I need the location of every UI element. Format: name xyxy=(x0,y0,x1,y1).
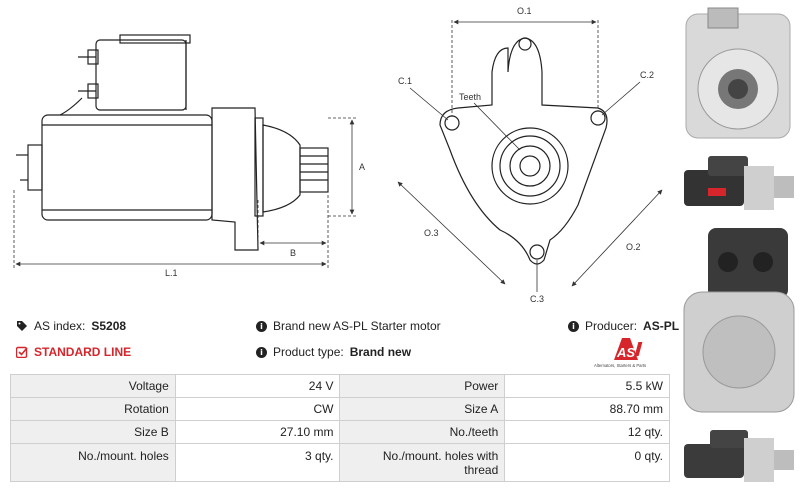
technical-drawing: A B L.1 O. xyxy=(13,6,663,304)
dimension-l1 xyxy=(13,190,327,268)
product-photo-front[interactable] xyxy=(678,4,800,142)
logo-tagline: Alternators, Starters & Parts xyxy=(594,363,646,368)
table-row: Rotation CW Size A 88.70 mm xyxy=(10,397,670,421)
dimension-b xyxy=(257,195,329,268)
dim-label-a: A xyxy=(359,162,365,172)
spec-label: No./mount. holes with thread xyxy=(339,443,506,482)
producer: i Producer: AS-PL xyxy=(568,319,679,333)
spec-label: Voltage xyxy=(10,374,176,398)
dim-label-c3: C.3 xyxy=(530,294,544,304)
product-photo-side[interactable] xyxy=(678,148,800,218)
as-index: AS index: S5208 xyxy=(16,319,126,333)
info-icon: i xyxy=(256,346,267,358)
spec-label: Size A xyxy=(339,397,506,421)
dim-label-o1: O.1 xyxy=(517,6,532,16)
spec-label: Size B xyxy=(10,420,176,444)
dim-label-l1: L.1 xyxy=(165,268,178,278)
spec-value: 88.70 mm xyxy=(504,397,670,421)
specs-table: Voltage 24 V Power 5.5 kW Rotation CW Si… xyxy=(10,374,670,482)
product-type: i Product type: Brand new xyxy=(256,345,411,359)
dim-label-c2: C.2 xyxy=(640,70,654,80)
front-view xyxy=(439,37,608,265)
as-index-label: AS index: xyxy=(34,319,86,333)
spec-value: CW xyxy=(174,397,341,421)
product-type-label: Product type: xyxy=(273,345,344,359)
spec-value: 3 qty. xyxy=(174,443,341,482)
standard-line-label: STANDARD LINE xyxy=(34,345,132,359)
product-type-value: Brand new xyxy=(349,345,412,359)
description: i Brand new AS-PL Starter motor xyxy=(256,319,441,333)
tag-icon xyxy=(17,321,27,331)
spec-label: No./mount. holes xyxy=(10,443,176,482)
spec-label: Rotation xyxy=(10,397,176,421)
producer-value: AS-PL xyxy=(643,319,680,333)
producer-label: Producer: xyxy=(585,319,638,333)
checkbox-icon xyxy=(16,346,28,358)
description-text: Brand new AS-PL Starter motor xyxy=(273,319,441,333)
product-photo-side-2[interactable] xyxy=(678,420,800,490)
standard-line: STANDARD LINE xyxy=(16,345,131,359)
spec-label: Power xyxy=(339,374,506,398)
logo-mark: AS xyxy=(616,345,635,360)
dim-label-c1: C.1 xyxy=(398,76,412,86)
product-photo-rear[interactable] xyxy=(678,222,800,416)
dim-label-b: B xyxy=(290,248,296,258)
table-row: Size B 27.10 mm No./teeth 12 qty. xyxy=(10,420,670,444)
spec-label: No./teeth xyxy=(339,420,506,444)
table-row: No./mount. holes 3 qty. No./mount. holes… xyxy=(10,443,670,482)
as-pl-logo: AS Alternators, Starters & Parts xyxy=(594,338,646,368)
product-thumbnails xyxy=(678,0,800,493)
spec-value: 12 qty. xyxy=(504,420,670,444)
dim-label-teeth: Teeth xyxy=(459,92,481,102)
spec-value: 5.5 kW xyxy=(504,374,670,398)
spec-value: 24 V xyxy=(174,374,341,398)
dim-label-o2: O.2 xyxy=(626,242,641,252)
spec-value: 27.10 mm xyxy=(174,420,341,444)
side-view xyxy=(16,34,329,251)
spec-value: 0 qty. xyxy=(504,443,670,482)
as-index-value: S5208 xyxy=(91,319,127,333)
info-icon: i xyxy=(568,320,579,332)
dimension-a xyxy=(328,117,358,217)
info-icon: i xyxy=(256,320,267,332)
dim-label-o3: O.3 xyxy=(424,228,439,238)
front-view-dims xyxy=(397,19,663,292)
table-row: Voltage 24 V Power 5.5 kW xyxy=(10,374,670,398)
